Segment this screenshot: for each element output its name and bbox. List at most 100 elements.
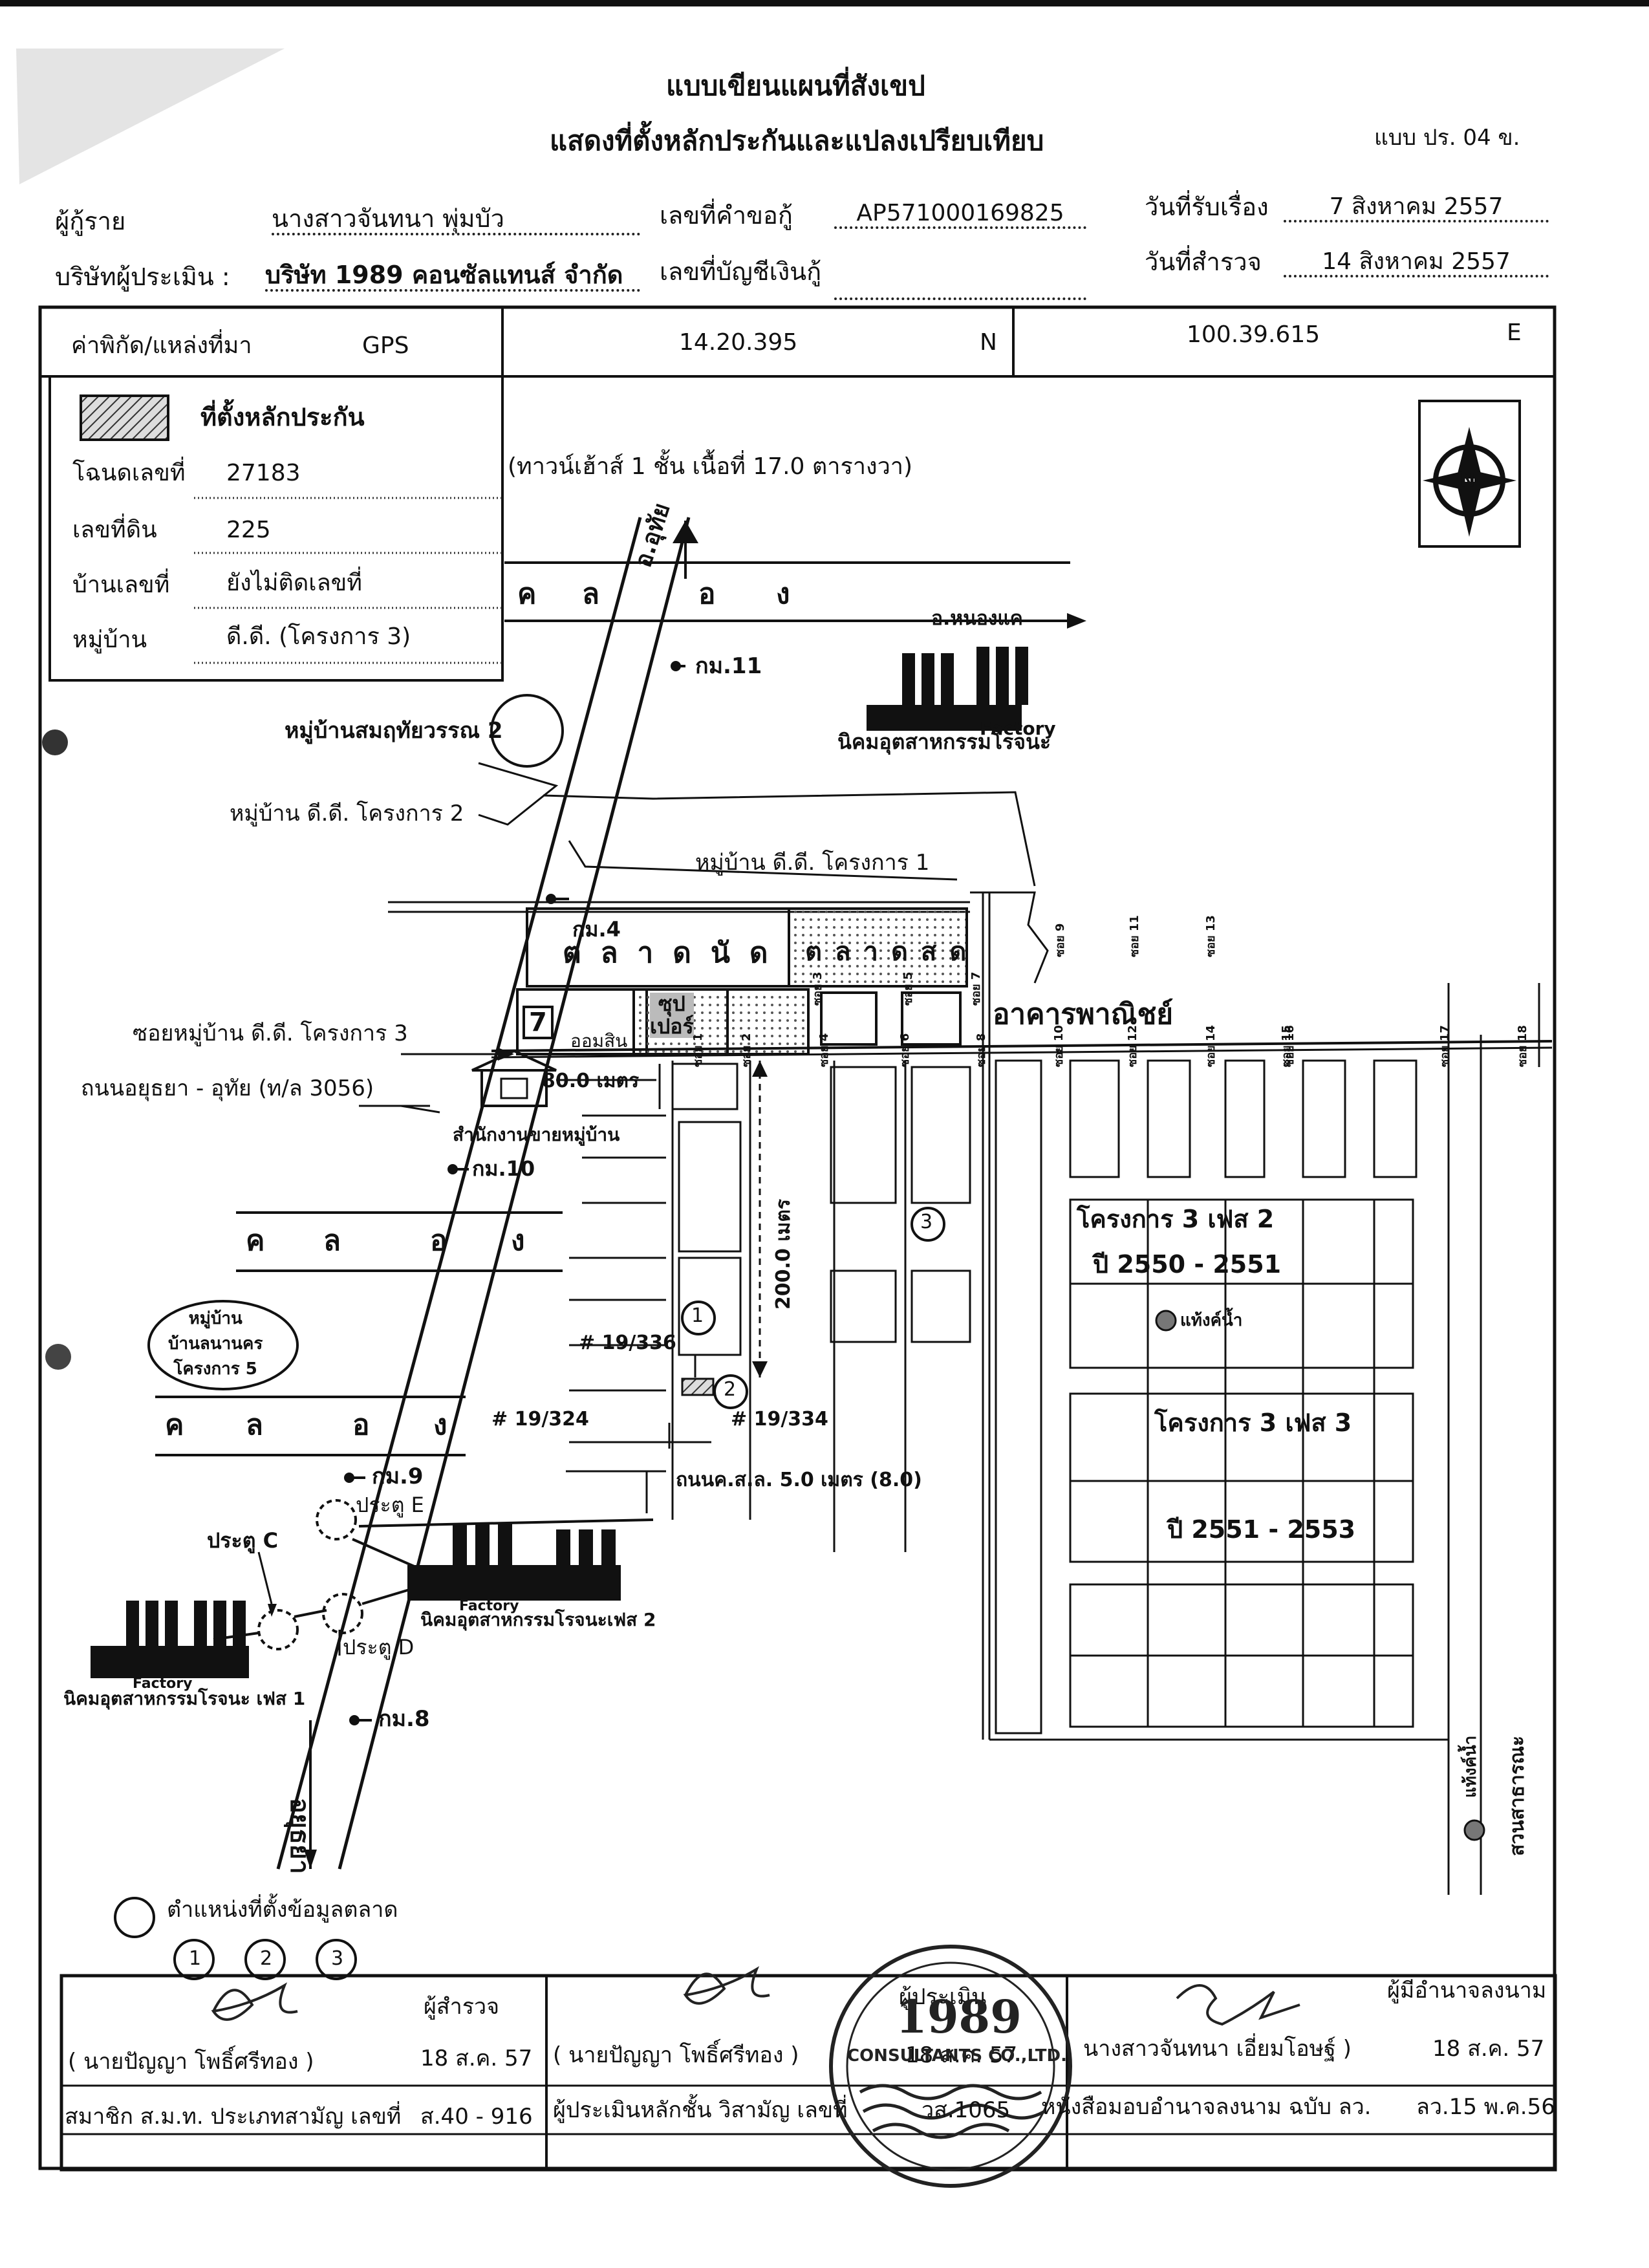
house-no-label: บ้านเลขที่ — [72, 572, 170, 598]
appraiser-company-value: บริษัท 1989 คอนซัลแทนส์ จำกัด — [265, 261, 640, 292]
factory-phase2-caption: Factory — [459, 1598, 519, 1614]
plot-19-334-label: # 19/334 — [731, 1408, 828, 1431]
water-tank-2-label: แท้งค์น้ำ — [1461, 1735, 1480, 1798]
soi-label: ซอย 8 — [975, 1033, 988, 1067]
soi-label: ซอย 14 — [1204, 1025, 1218, 1067]
factory-north-caption: Factory — [980, 718, 1056, 739]
form-code: แบบ ปร. 04 ข. — [1374, 125, 1520, 151]
legend-num-2: 2 — [260, 1947, 273, 1970]
canal2-char-2: ล — [323, 1224, 341, 1257]
soi-label: ซอย 13 — [1204, 915, 1218, 957]
legend-num-1: 1 — [189, 1947, 202, 1970]
appraiser-company-label: บริษัทผู้ประเมิน : — [55, 263, 230, 291]
surveyor-name: ( นายปัญญา โพธิ์ศรีทอง ) — [68, 2049, 314, 2075]
coords-lat: 14.20.395 — [679, 329, 798, 356]
collateral-legend-label: ที่ตั้งหลักประกัน — [200, 403, 365, 431]
soi-label: ซอย 11 — [1128, 915, 1141, 957]
dist-80-label: 80.0 เมตร — [542, 1070, 640, 1092]
deed-value: 27183 — [226, 460, 301, 486]
km11-label: กม.11 — [695, 653, 762, 679]
applicant-label: ผู้กู้ราย — [55, 207, 126, 235]
to-nongkhae-label: อ.หนองแค — [931, 607, 1023, 630]
soi-dd3-label: ซอยหมู่บ้าน ดี.ดี. โครงการ 3 — [133, 1021, 408, 1046]
road-south-label: อยุธยา — [285, 1798, 314, 1874]
compass-n-label: N — [1460, 470, 1476, 491]
appraiser-date: 18 ส.ค. 57 — [905, 2042, 1018, 2068]
authorized-letter-date: ลว.15 พ.ค.56 — [1416, 2094, 1555, 2120]
factory-phase1-caption: Factory — [133, 1676, 193, 1692]
soi-label: ซอย 7 — [969, 971, 983, 1006]
canal-char-1: ค — [517, 578, 537, 610]
house-no-value: ยังไม่ติดเลขที่ — [226, 570, 362, 596]
soi-label: ซอย 16 — [1283, 1025, 1297, 1067]
stamp-company: CONSULTANTS CO.,LTD. — [847, 2046, 1067, 2066]
punch-hole-1 — [42, 729, 68, 755]
road-width-label: ถนนค.ส.ล. 5.0 เมตร (8.0) — [676, 1469, 922, 1491]
soi-label: ซอย 4 — [817, 1033, 831, 1067]
request-no-label: เลขที่คำขอกู้ — [660, 201, 793, 230]
surveyor-role: ผู้สำรวจ — [424, 1994, 500, 2020]
soi-label: ซอย 6 — [898, 1033, 912, 1067]
village-dd2-label: หมู่บ้าน ดี.ดี. โครงการ 2 — [230, 801, 464, 826]
village-somrudee-label: หมู่บ้านสมฤทัยวรรณ 2 — [285, 718, 503, 744]
applicant-value: นางสาวจันทนา พุ่มบัว — [272, 205, 640, 235]
soi-label: ซอย 3 — [811, 971, 824, 1006]
park-label: สวนสาธารณะ — [1506, 1735, 1529, 1856]
estate-rojana-label: นิคมอุตสาหกรรมโรจนะ — [837, 729, 1051, 754]
surveyor-member-no: ส.40 - 916 — [420, 2104, 533, 2130]
surveyor-member: สมาชิก ส.ม.ท. ประเภทสามัญ เลขที่ — [65, 2104, 402, 2130]
phase2-title: โครงการ 3 เฟส 2 — [1077, 1205, 1275, 1233]
legend-num-3: 3 — [331, 1947, 344, 1970]
gate-c-label: ประตู C — [207, 1528, 279, 1553]
village-banlanakorn-label: หมู่บ้าน บ้านลนานคร โครงการ 5 — [168, 1309, 263, 1379]
scan-shadow — [16, 49, 285, 184]
market-fresh-label: ตลาดสด — [805, 937, 980, 967]
loan-account-label: เลขที่บัญชีเงินกู้ — [660, 257, 822, 286]
soi-label: ซอย 2 — [740, 1033, 753, 1067]
soi-label: ซอย 10 — [1052, 1025, 1066, 1067]
estate-rojana-2-label: นิคมอุตสาหกรรมโรจนะเฟส 2 — [420, 1609, 656, 1630]
village5-ellipse — [147, 1300, 299, 1390]
page-subtitle: แสดงที่ตั้งหลักประกันและแปลงเปรียบเทียบ — [550, 125, 1044, 157]
supermarket-label: ซุป เปอร์ — [650, 991, 694, 1039]
comp-2-marker: 2 — [724, 1378, 737, 1401]
commercial-label: อาคารพาณิชย์ — [993, 998, 1174, 1031]
authorized-signature — [1176, 1984, 1300, 2026]
collateral-legend-swatch — [80, 394, 169, 441]
canal-char-3: อ — [698, 578, 716, 610]
survey-date-label: วันที่สำรวจ — [1145, 248, 1262, 276]
canal2-char-1: ค — [246, 1224, 265, 1257]
plot-19-324-label: # 19/324 — [491, 1408, 589, 1431]
canal2-char-3: อ — [430, 1224, 447, 1257]
village-dd1-label: หมู่บ้าน ดี.ดี. โครงการ 1 — [695, 850, 930, 876]
km4-label: กม.4 — [572, 917, 621, 942]
comp-1-marker: 1 — [691, 1304, 704, 1327]
appraiser-signature — [683, 1966, 770, 2005]
loan-account-value — [834, 272, 1086, 300]
canal3-char-3: อ — [352, 1409, 370, 1442]
company-stamp — [829, 1945, 1072, 2188]
soi-label: ซอย 12 — [1126, 1025, 1139, 1067]
soi-grid — [658, 892, 1540, 1895]
plot-19-336-label: # 19/336 — [579, 1332, 676, 1354]
soi-label: ซอย 5 — [901, 971, 915, 1006]
authorized-date: 18 ส.ค. 57 — [1432, 2036, 1545, 2062]
market-nat-label: ตลาดนัด — [563, 936, 788, 969]
canal3-char-4: ง — [433, 1409, 447, 1442]
deed-label: โฉนดเลขที่ — [72, 460, 186, 486]
surveyor-date: 18 ส.ค. 57 — [420, 2046, 533, 2071]
estate-rojana-1-label: นิคมอุตสาหกรรมโรจนะ เฟส 1 — [63, 1688, 306, 1709]
soi-label: ซอย 1 — [691, 1033, 705, 1067]
soi-label: ซอย 9 — [1053, 923, 1067, 957]
km9-label: กม.9 — [372, 1463, 424, 1489]
canal2-char-4: ง — [511, 1224, 525, 1257]
coords-label: ค่าพิกัด/แหล่งที่มา — [71, 332, 252, 359]
compass-box — [1418, 400, 1521, 548]
authorized-role: ผู้มีอำนาจลงนาม — [1387, 1978, 1547, 2003]
appraiser-class: ผู้ประเมินหลักชั้น วิสามัญ เลขที่ — [553, 2097, 848, 2123]
km8-label: กม.8 — [378, 1706, 430, 1732]
savings-bank-label: ออมสิน — [570, 1030, 628, 1052]
land-no-value: 225 — [226, 517, 271, 543]
soi-label: ซอย 17 — [1438, 1025, 1452, 1067]
